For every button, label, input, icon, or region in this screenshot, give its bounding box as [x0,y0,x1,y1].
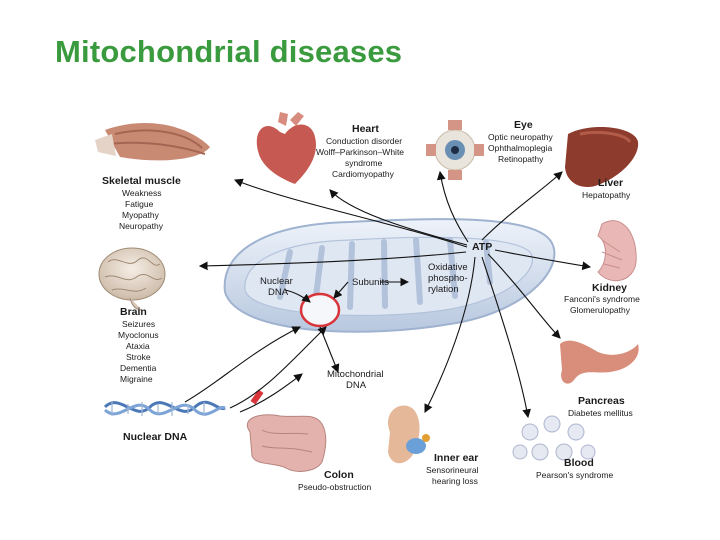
svg-text:Liver: Liver [598,177,623,189]
brain-illustration [98,247,166,311]
heart-illustration [256,112,316,184]
svg-text:Diabetes mellitus: Diabetes mellitus [568,408,633,418]
svg-text:Myopathy: Myopathy [122,210,160,220]
svg-text:DNA: DNA [268,287,289,298]
blood-cells-illustration [512,415,596,461]
svg-text:Conduction disorder: Conduction disorder [326,136,402,146]
mitochondrial-dna-label: Mitochondrial DNA [327,369,384,391]
oxidative-phosphorylation-label: Oxidative phospho- rylation [428,262,468,295]
svg-text:Blood: Blood [564,457,594,469]
svg-text:Inner ear: Inner ear [434,452,478,464]
svg-text:Sensorineural: Sensorineural [426,465,479,475]
svg-text:Nuclear: Nuclear [260,276,293,287]
svg-text:Weakness: Weakness [122,188,162,198]
svg-text:Seizures: Seizures [122,319,155,329]
svg-text:phospho-: phospho- [428,273,468,284]
svg-text:Migraine: Migraine [120,374,153,384]
svg-text:Fanconi's syndrome: Fanconi's syndrome [564,294,640,304]
mitochondrial-disease-diagram: ATP Nuclear DNA Subunits Oxidative phosp… [90,112,655,508]
svg-text:Mitochondrial: Mitochondrial [327,369,384,380]
svg-text:Oxidative: Oxidative [428,262,468,273]
svg-text:Ataxia: Ataxia [126,341,150,351]
blood-label: Blood Pearson's syndrome [536,457,613,480]
nuclear-dna-label: Nuclear DNA [123,431,188,443]
diagram-canvas: ATP Nuclear DNA Subunits Oxidative phosp… [95,112,640,492]
kidney-illustration [597,220,637,282]
colon-illustration [247,414,327,472]
liver-label: Liver Hepatopathy [582,177,631,200]
svg-text:Optic neuropathy: Optic neuropathy [488,132,553,142]
atp-label: ATP [472,241,492,253]
eye-illustration [426,120,484,180]
kidney-label: Kidney Fanconi's syndrome Glomerulopathy [564,282,640,315]
mtdna-ring [299,292,341,328]
svg-text:Stroke: Stroke [126,352,151,362]
brain-label: Brain Seizures Myoclonus Ataxia Stroke D… [118,306,159,384]
arrows [184,170,592,419]
svg-text:Pseudo-obstruction: Pseudo-obstruction [298,482,372,492]
slide-title: Mitochondrial diseases [55,34,403,69]
svg-text:Skeletal muscle: Skeletal muscle [102,175,181,187]
inner-ear-label: Inner ear Sensorineural hearing loss [426,452,479,486]
nuclear-dna-illustration [103,389,264,416]
nuclear-dna-center-label: Nuclear DNA [260,276,293,298]
pancreas-label: Pancreas Diabetes mellitus [568,395,633,418]
svg-text:hearing loss: hearing loss [432,476,478,486]
svg-text:Kidney: Kidney [592,282,627,294]
colon-label: Colon Pseudo-obstruction [298,469,372,492]
svg-text:Myoclonus: Myoclonus [118,330,159,340]
heart-label: Heart Conduction disorder Wolff–Parkinso… [316,123,404,179]
svg-text:Cardiomyopathy: Cardiomyopathy [332,169,395,179]
svg-text:Heart: Heart [352,123,379,135]
svg-text:Glomerulopathy: Glomerulopathy [570,305,631,315]
svg-text:Hepatopathy: Hepatopathy [582,190,631,200]
svg-text:Ophthalmoplegia: Ophthalmoplegia [488,143,553,153]
svg-text:syndrome: syndrome [345,158,383,168]
svg-text:ATP: ATP [472,241,492,253]
eye-label: Eye Optic neuropathy Ophthalmoplegia Ret… [488,119,553,164]
svg-text:Colon: Colon [324,469,354,481]
svg-text:Pearson's syndrome: Pearson's syndrome [536,470,613,480]
svg-text:Pancreas: Pancreas [578,395,625,407]
svg-text:Dementia: Dementia [120,363,157,373]
svg-text:Eye: Eye [514,119,533,131]
svg-text:Retinopathy: Retinopathy [498,154,544,164]
pancreas-illustration [560,340,639,384]
liver-illustration [565,127,639,188]
inner-ear-illustration [388,405,430,464]
svg-text:DNA: DNA [346,380,367,391]
skeletal-muscle-illustration [95,123,210,161]
svg-text:Brain: Brain [120,306,147,318]
svg-text:Neuropathy: Neuropathy [119,221,164,231]
svg-text:Fatigue: Fatigue [125,199,154,209]
skeletal-muscle-label: Skeletal muscle Weakness Fatigue Myopath… [102,175,181,231]
subunits-label: Subunits [352,277,389,288]
mitochondrion-illustration [223,218,556,333]
svg-text:Wolff–Parkinson–White: Wolff–Parkinson–White [316,147,404,157]
svg-text:rylation: rylation [428,284,459,295]
